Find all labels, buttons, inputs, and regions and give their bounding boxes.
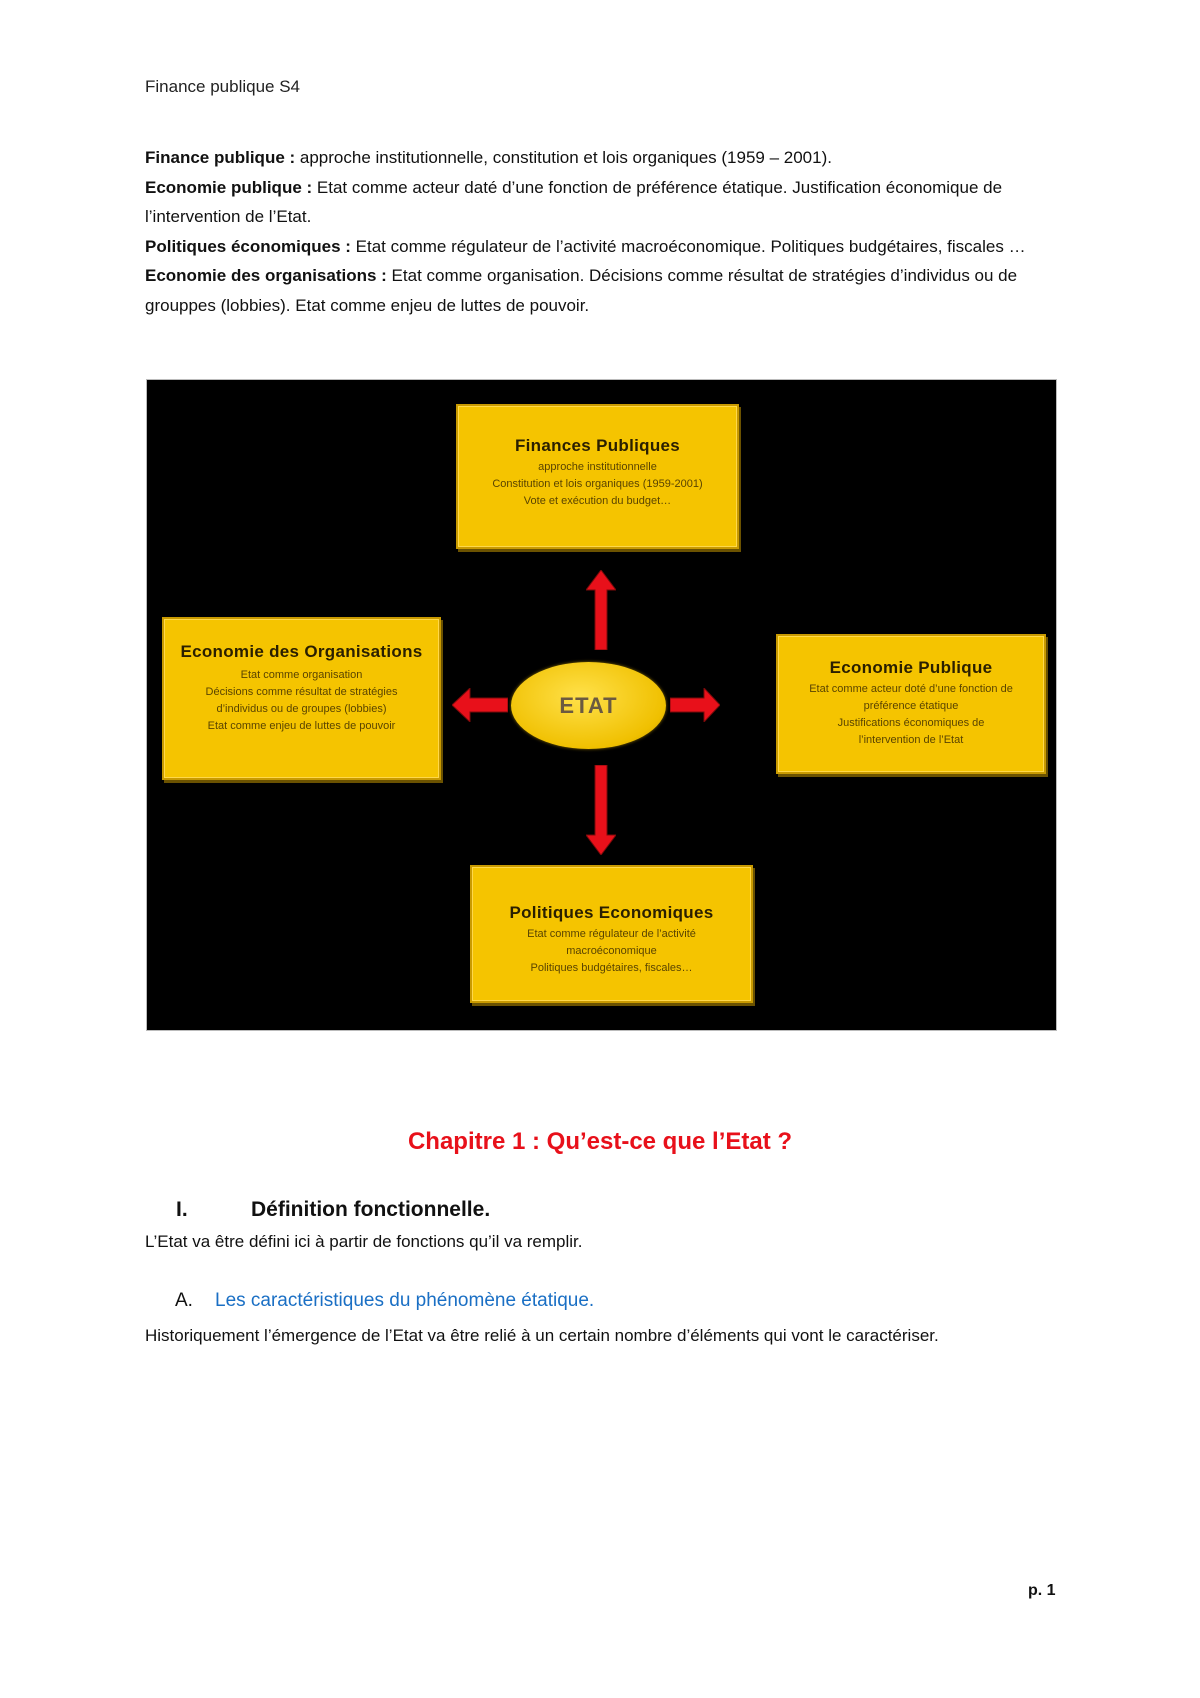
arrow-left-icon	[452, 688, 508, 722]
box-line: d’individus ou de groupes (lobbies)	[216, 703, 387, 715]
definition-text: approche institutionnelle, constitution …	[295, 148, 832, 167]
subsection-paragraph: Historiquement l’émergence de l’Etat va …	[145, 1326, 939, 1345]
section-number: I.	[176, 1198, 188, 1221]
box-line: approche institutionnelle	[538, 461, 657, 473]
section-heading: I. Définition fonctionnelle.	[176, 1198, 490, 1222]
subsection-title: Les caractéristiques du phénomène étatiq…	[215, 1290, 595, 1311]
definition-finance-publique: Finance publique : approche institutionn…	[145, 143, 1065, 173]
box-title: Politiques Economiques	[509, 903, 714, 922]
box-line: Etat comme enjeu de luttes de pouvoir	[207, 720, 396, 732]
definition-label: Politiques économiques :	[145, 236, 351, 256]
box-title: Finances Publiques	[514, 436, 681, 455]
subsection-heading: A. Les caractéristiques du phénomène état…	[175, 1290, 594, 1312]
box-line: macroéconomique	[566, 945, 657, 957]
etat-diagram: Finances Publiques approche institutionn…	[146, 379, 1057, 1031]
definition-text: Etat comme régulateur de l’activité macr…	[350, 236, 1026, 256]
box-line: Etat comme organisation	[240, 669, 363, 681]
box-line: Etat comme régulateur de l’activité	[527, 928, 696, 940]
etat-label: ETAT	[559, 692, 618, 718]
etat-ellipse: ETAT	[511, 662, 666, 749]
arrow-up-icon	[586, 570, 616, 650]
definition-text: Etat comme acteur daté d’une fonction de…	[145, 177, 1003, 227]
page-header: Finance publique S4	[145, 77, 301, 96]
box-title: Economie des Organisations	[180, 642, 423, 661]
box-line: Vote et exécution du budget…	[523, 495, 672, 507]
box-line: Justifications économiques de	[837, 717, 985, 729]
box-line: Etat comme acteur doté d’une fonction de	[809, 683, 1013, 695]
box-line: préférence étatique	[863, 700, 959, 712]
definition-politiques-economiques: Politiques économiques : Etat comme régu…	[145, 232, 1065, 262]
section-paragraph: L’Etat va être défini ici à partir de fo…	[145, 1232, 583, 1251]
page-number: p. 1	[1028, 1582, 1056, 1599]
definition-economie-publique: Economie publique : Etat comme acteur da…	[145, 173, 1065, 232]
box-line: Décisions comme résultat de stratégies	[205, 686, 398, 698]
definition-label: Economie publique :	[145, 177, 313, 197]
chapter-title: Chapitre 1 : Qu’est-ce que l’Etat ?	[407, 1128, 793, 1155]
intro-definitions: Finance publique : approche institutionn…	[145, 143, 1065, 320]
arrow-right-icon	[670, 688, 720, 722]
section-title: Définition fonctionnelle.	[251, 1198, 491, 1221]
box-line: Politiques budgétaires, fiscales…	[530, 962, 693, 974]
definition-label: Finance publique :	[145, 148, 296, 167]
definition-text: Etat comme organisation. Décisions comme…	[145, 266, 1018, 315]
box-finances-publiques: Finances Publiques approche institutionn…	[456, 404, 739, 549]
definition-economie-organisations: Economie des organisations : Etat comme …	[145, 261, 1065, 320]
box-line: Constitution et lois organiques (1959-20…	[492, 478, 703, 490]
definition-label: Economie des organisations :	[145, 266, 387, 285]
arrow-down-icon	[586, 765, 616, 855]
box-line: l’intervention de l’Etat	[858, 734, 964, 746]
box-politiques-economiques: Politiques Economiques Etat comme régula…	[470, 865, 753, 1003]
subsection-letter: A.	[175, 1290, 193, 1311]
box-title: Economie Publique	[829, 658, 993, 677]
box-economie-publique: Economie Publique Etat comme acteur doté…	[776, 634, 1046, 774]
box-economie-organisations: Economie des Organisations Etat comme or…	[162, 617, 441, 780]
